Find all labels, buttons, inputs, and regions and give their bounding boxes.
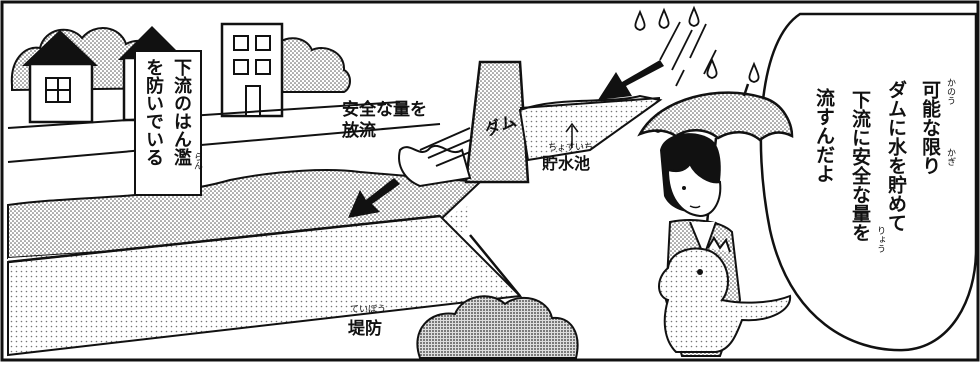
release-label-line1: 安全な量を [342, 100, 427, 120]
note-box: 下流のはん濫 を防いでいる らん [134, 50, 202, 196]
river-water [7, 169, 483, 260]
speech-bubble-shape [759, 12, 978, 352]
speech-col4: 流すんだよ [813, 88, 835, 183]
arrow-release [348, 178, 400, 218]
reservoir [518, 94, 663, 162]
embankment-ruby: ていぼう [350, 305, 387, 315]
speech-col3-ruby: りょう [875, 226, 885, 253]
house-left [22, 30, 98, 124]
note-box-col1: 下流のはん濫 [171, 58, 192, 166]
speech-col3: 下流に安全な量を [849, 90, 871, 242]
release-label: 安全な量を 放流 [342, 100, 427, 143]
speech-col1: 可能な限り [919, 80, 941, 175]
speech-col1-ruby: かのう [945, 78, 955, 105]
note-box-col2: を防いでいる [143, 58, 164, 166]
arrow-inflow [598, 60, 664, 100]
release-spray [398, 127, 472, 188]
building [220, 22, 284, 118]
mascot [658, 236, 792, 353]
reservoir-ruby: ちょすいち [548, 143, 594, 153]
arrow-reservoir [565, 122, 579, 148]
embankment [7, 214, 523, 357]
reservoir-label: 貯水池 [542, 154, 591, 173]
bush [416, 295, 579, 359]
speech-col2-ruby: かぎ [945, 148, 955, 166]
embankment-label: 堤防 [348, 319, 382, 339]
riverbank [7, 101, 441, 163]
speech-col2: ダムに水を貯めて [885, 80, 907, 232]
release-label-line2: 放流 [342, 121, 376, 142]
dam [464, 60, 530, 184]
note-box-ruby: らん [192, 152, 202, 170]
